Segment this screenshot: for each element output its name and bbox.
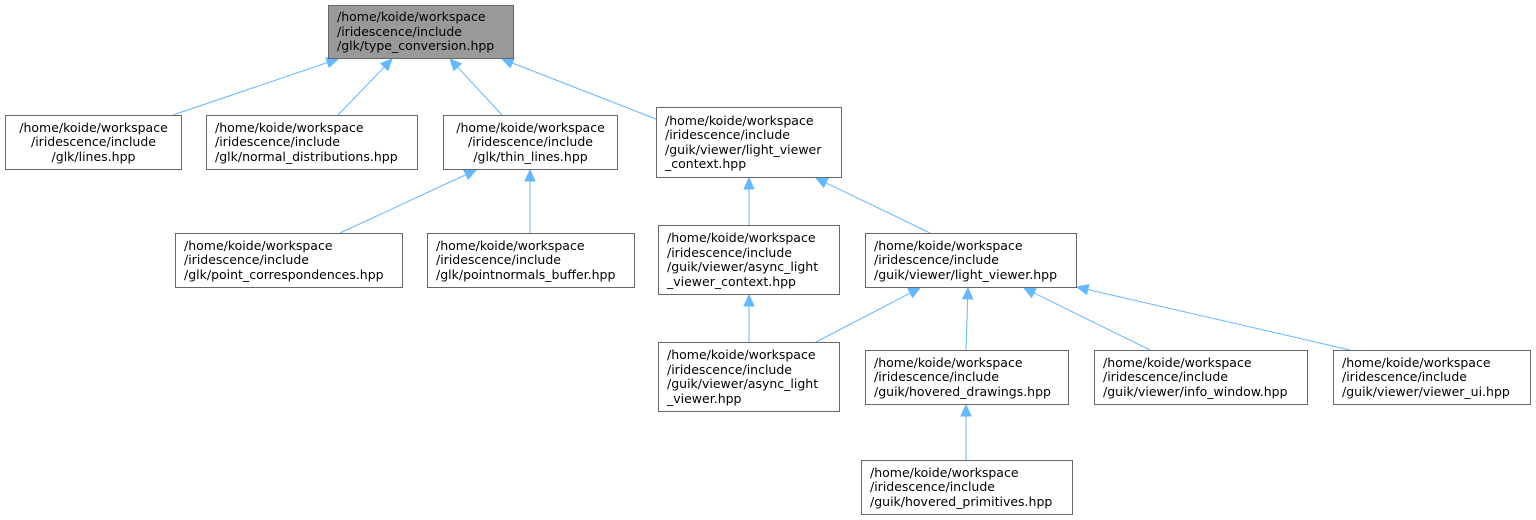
node-path-line: /guik/viewer/async_light (667, 376, 819, 391)
edge-line (339, 174, 467, 234)
arrowhead (463, 169, 478, 181)
node-path-line: _viewer_context.hpp (667, 273, 796, 289)
node-path-line: /home/koide/workspace (19, 119, 168, 135)
edge-line (1033, 292, 1151, 351)
node-path-line: _viewer.hpp (667, 390, 742, 406)
arrowhead (907, 287, 922, 299)
node-path-line: /home/koide/workspace (456, 119, 605, 135)
node-path-line: /glk/pointnormals_buffer.hpp (436, 266, 616, 282)
file-node-n8[interactable]: /home/koide/workspace/iridescence/includ… (865, 233, 1077, 288)
edge-n12-to-n8 (1075, 283, 1351, 351)
file-node-n6[interactable]: /home/koide/workspace/iridescence/includ… (427, 233, 635, 288)
edge-line (1087, 288, 1351, 351)
edge-line (457, 66, 503, 116)
node-path-line: /home/koide/workspace (874, 354, 1023, 370)
file-node-n10[interactable]: /home/koide/workspace/iridescence/includ… (865, 350, 1069, 405)
node-path-line: /glk/normal_distributions.hpp (215, 148, 398, 164)
edge-line (512, 62, 657, 120)
file-node-n2[interactable]: /home/koide/workspace/iridescence/includ… (206, 115, 418, 170)
edge-n13-to-n10 (960, 403, 972, 460)
node-path-line: /iridescence/include (870, 479, 995, 495)
edge-line (337, 66, 385, 116)
edge-n11-to-n8 (1022, 287, 1151, 351)
edge-n2-to-n0 (337, 58, 393, 116)
node-path-line: _context.hpp (665, 156, 747, 171)
file-node-n5[interactable]: /home/koide/workspace/iridescence/includ… (175, 233, 403, 288)
edge-n8-to-n4 (814, 177, 931, 234)
arrowhead (325, 57, 340, 69)
edge-n1-to-n0 (172, 57, 340, 116)
arrowhead (449, 58, 463, 72)
node-path-line: /iridescence/include (337, 23, 462, 39)
node-path-line: /iridescence/include (667, 361, 792, 377)
arrowhead (814, 177, 829, 189)
arrowhead (379, 58, 393, 72)
node-path-line: /guik/viewer/info_window.hpp (1103, 383, 1288, 399)
node-path-line: /home/koide/workspace (215, 119, 364, 135)
node-path-line: /iridescence/include (1342, 369, 1467, 385)
edge-line (825, 182, 931, 234)
edge-line (815, 292, 911, 343)
file-node-n7[interactable]: /home/koide/workspace/iridescence/includ… (658, 225, 840, 295)
arrowhead (524, 168, 536, 182)
node-path-line: /iridescence/include (667, 244, 792, 260)
arrowhead (960, 403, 972, 417)
node-path-line: /home/koide/workspace (337, 9, 486, 25)
arrowhead (500, 57, 515, 69)
arrowhead (743, 176, 755, 190)
arrowhead (961, 286, 974, 300)
node-path-line: /guik/viewer/async_light (667, 259, 819, 274)
node-path-line: /iridescence/include (436, 252, 561, 268)
node-path-line: /glk/type_conversion.hpp (337, 38, 495, 54)
edge-n4-to-n0 (500, 57, 657, 120)
node-path-line: /home/koide/workspace (665, 112, 814, 128)
file-node-n9[interactable]: /home/koide/workspace/iridescence/includ… (658, 342, 840, 412)
node-path-line: /home/koide/workspace (1342, 354, 1491, 370)
arrowhead (1022, 287, 1037, 299)
edge-n9-to-n7 (743, 293, 755, 342)
edge-n3-to-n0 (449, 58, 503, 116)
node-path-line: /iridescence/include (874, 252, 999, 268)
edge-line (965, 298, 969, 351)
node-path-line: /glk/lines.hpp (51, 148, 136, 164)
node-path-line: /glk/point_correspondences.hpp (184, 266, 384, 282)
node-path-line: /home/koide/workspace (667, 230, 816, 245)
root-file-node: /home/koide/workspace/iridescence/includ… (328, 5, 514, 59)
node-path-line: /home/koide/workspace (184, 237, 333, 253)
edge-line (172, 62, 328, 116)
edge-n7-to-n4 (743, 176, 755, 225)
node-path-line: /home/koide/workspace (436, 237, 585, 253)
node-path-line: /iridescence/include (1103, 369, 1228, 385)
node-path-line: /home/koide/workspace (874, 237, 1023, 253)
file-node-n13[interactable]: /home/koide/workspace/iridescence/includ… (861, 460, 1073, 515)
file-node-n1[interactable]: /home/koide/workspace/iridescence/includ… (5, 115, 182, 170)
edge-n10-to-n8 (961, 286, 974, 351)
node-path-line: /home/koide/workspace (667, 347, 816, 362)
node-path-line: /guik/viewer/light_viewer.hpp (874, 266, 1058, 282)
node-path-line: /guik/viewer/viewer_ui.hpp (1342, 383, 1510, 399)
node-path-line: /iridescence/include (874, 369, 999, 385)
node-path-line: /iridescence/include (468, 134, 593, 150)
file-node-n11[interactable]: /home/koide/workspace/iridescence/includ… (1094, 350, 1308, 405)
edge-n5-to-n3 (339, 169, 478, 234)
file-node-n12[interactable]: /home/koide/workspace/iridescence/includ… (1333, 350, 1531, 405)
file-node-n3[interactable]: /home/koide/workspace/iridescence/includ… (443, 115, 618, 170)
node-path-line: /guik/viewer/light_viewer (665, 141, 822, 157)
node-path-line: /guik/hovered_drawings.hpp (874, 383, 1051, 399)
node-path-line: /guik/hovered_primitives.hpp (870, 493, 1053, 509)
edge-n9-to-n8 (815, 287, 922, 343)
node-path-line: /iridescence/include (31, 134, 156, 150)
node-path-line: /glk/thin_lines.hpp (473, 148, 588, 164)
arrowhead (743, 293, 755, 307)
node-path-line: /iridescence/include (665, 127, 790, 142)
file-node-n4[interactable]: /home/koide/workspace/iridescence/includ… (656, 107, 842, 178)
arrowhead (1075, 283, 1090, 296)
edge-n6-to-n3 (524, 168, 536, 233)
node-path-line: /home/koide/workspace (870, 464, 1019, 480)
node-path-line: /iridescence/include (215, 134, 340, 150)
node-path-line: /home/koide/workspace (1103, 354, 1252, 370)
node-path-line: /iridescence/include (184, 252, 309, 268)
